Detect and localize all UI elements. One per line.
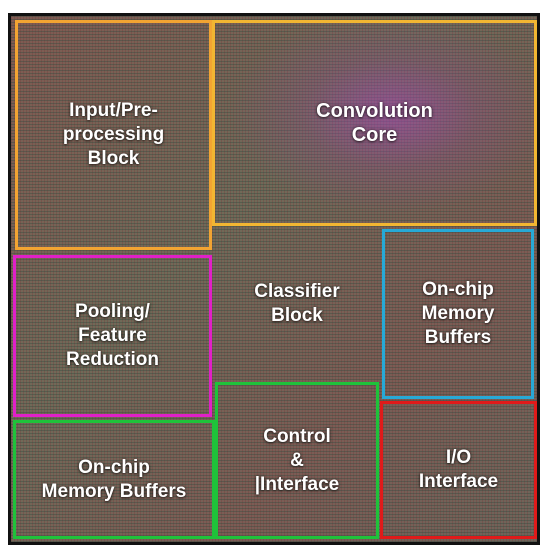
- pooling-feature-reduction-label: Pooling/ Feature Reduction: [66, 301, 159, 370]
- classifier-block: Classifier Block: [212, 226, 382, 382]
- onchip-memory-buffers-left-block: On-chip Memory Buffers: [13, 420, 215, 539]
- onchip-memory-buffers-left-label: On-chip Memory Buffers: [41, 456, 187, 502]
- control-interface-block: Control & |Interface: [215, 382, 379, 539]
- io-interface-label: I/O Interface: [418, 447, 499, 492]
- convolution-core-block: Convolution Core: [212, 20, 537, 226]
- onchip-memory-buffers-right-label: On-chip Memory Buffers: [421, 279, 495, 348]
- control-interface-label: Control & |Interface: [254, 425, 340, 495]
- input-preprocessing-label: Input/Pre- processing Block: [62, 100, 165, 169]
- input-preprocessing-block: Input/Pre- processing Block: [15, 20, 212, 250]
- classifier-label: Classifier Block: [254, 281, 340, 326]
- io-interface-block: I/O Interface: [380, 401, 537, 539]
- onchip-memory-buffers-right-block: On-chip Memory Buffers: [382, 229, 534, 399]
- convolution-core-label: Convolution Core: [316, 100, 433, 146]
- pooling-feature-reduction-block: Pooling/ Feature Reduction: [13, 255, 212, 417]
